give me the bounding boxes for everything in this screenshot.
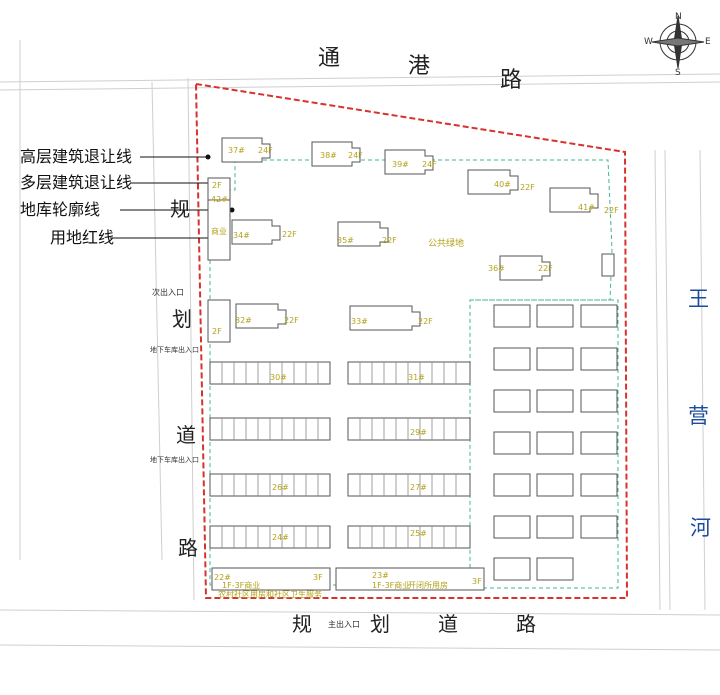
b35-floors: 22F [382,236,397,245]
north-road-char-2: 港 [408,54,431,79]
b42-south-floors: 2F [212,327,222,336]
note-commercial-1: 1F-3F商业 [222,581,261,590]
b26-number: 26# [272,483,289,492]
compass-w: W [644,37,653,47]
top-tower-buildings [221,137,615,331]
b23-number: 23# [372,571,389,580]
note-commercial-2: 1F-3F商业 [372,581,411,590]
townhouse-dividers [221,362,457,548]
b37-floors: 24F [258,146,273,155]
note-switch-station: 开闭所用房 [408,581,448,590]
b39-number: 39# [392,160,409,169]
bottom-podium-buildings [211,567,485,591]
west-strip-buildings [207,177,231,343]
south-road-char-2: 划 [370,612,390,636]
legend-garage-outline: 地库轮廓线 [20,200,101,219]
b32-number: 32# [235,316,252,325]
b27-number: 27# [410,483,427,492]
b32-floors: 22F [284,316,299,325]
b38-floors: 24F [348,151,363,160]
b41-number: 41# [578,203,595,212]
b36-number: 36# [488,264,505,273]
townhouse-rows [209,361,471,549]
note-community: 农村社区用房和社区卫生服务 [218,590,322,599]
legend-high-rise-setback: 高层建筑退让线 [20,147,133,166]
b41-floors: 22F [604,206,619,215]
b29-number: 29# [410,428,427,437]
b35-number: 35# [337,236,354,245]
b40-number: 40# [494,180,511,189]
b42-floors: 2F [212,181,222,190]
b23-floors: 3F [472,577,482,586]
west-road-char-1: 规 [170,197,190,221]
north-road-char-1: 通 [318,46,341,71]
west-road-char-3: 道 [176,423,196,447]
legend-multi-story-setback: 多层建筑退让线 [20,173,133,192]
river-char-1: 王 [688,287,709,311]
b39-floors: 24F [422,160,437,169]
b30-number: 30# [270,373,287,382]
b36-floors: 22F [538,264,553,273]
land-red-line [194,82,629,599]
river-char-2: 营 [688,404,709,428]
south-road-char-1: 规 [292,612,312,636]
b33-floors: 22F [418,317,433,326]
b42-number: 42# [211,195,228,204]
legend-land-red-line: 用地红线 [50,228,115,247]
b40-floors: 22F [520,183,535,192]
river-char-3: 河 [690,516,711,540]
b31-number: 31# [408,373,425,382]
b38-number: 38# [320,151,337,160]
garage-entrance-2: 地下车库出入口 [150,456,199,464]
commercial-label: 商业 [211,227,227,236]
south-road-char-4: 路 [516,612,536,636]
west-road-char-4: 路 [178,536,198,560]
b37-number: 37# [228,146,245,155]
west-road-char-2: 划 [172,307,192,331]
compass-n: N [675,12,682,22]
main-entrance: 主出入口 [328,620,360,629]
compass-e: E [705,37,711,47]
b22-number: 22# [214,573,231,582]
compass-s: S [675,68,681,78]
villa-grid [493,304,618,581]
compass-icon [651,15,705,69]
garage-entrance-1: 地下车库出入口 [150,346,199,354]
b25-number: 25# [410,529,427,538]
b34-floors: 22F [282,230,297,239]
north-road-char-3: 路 [500,68,523,93]
context-lines [0,40,720,651]
south-road-char-3: 道 [438,612,458,636]
b33-number: 33# [351,317,368,326]
b22-floors: 3F [313,573,323,582]
public-green-label: 公共绿地 [428,239,465,249]
secondary-entrance: 次出入口 [152,288,184,297]
b34-number: 34# [233,231,250,240]
b24-number: 24# [272,533,289,542]
